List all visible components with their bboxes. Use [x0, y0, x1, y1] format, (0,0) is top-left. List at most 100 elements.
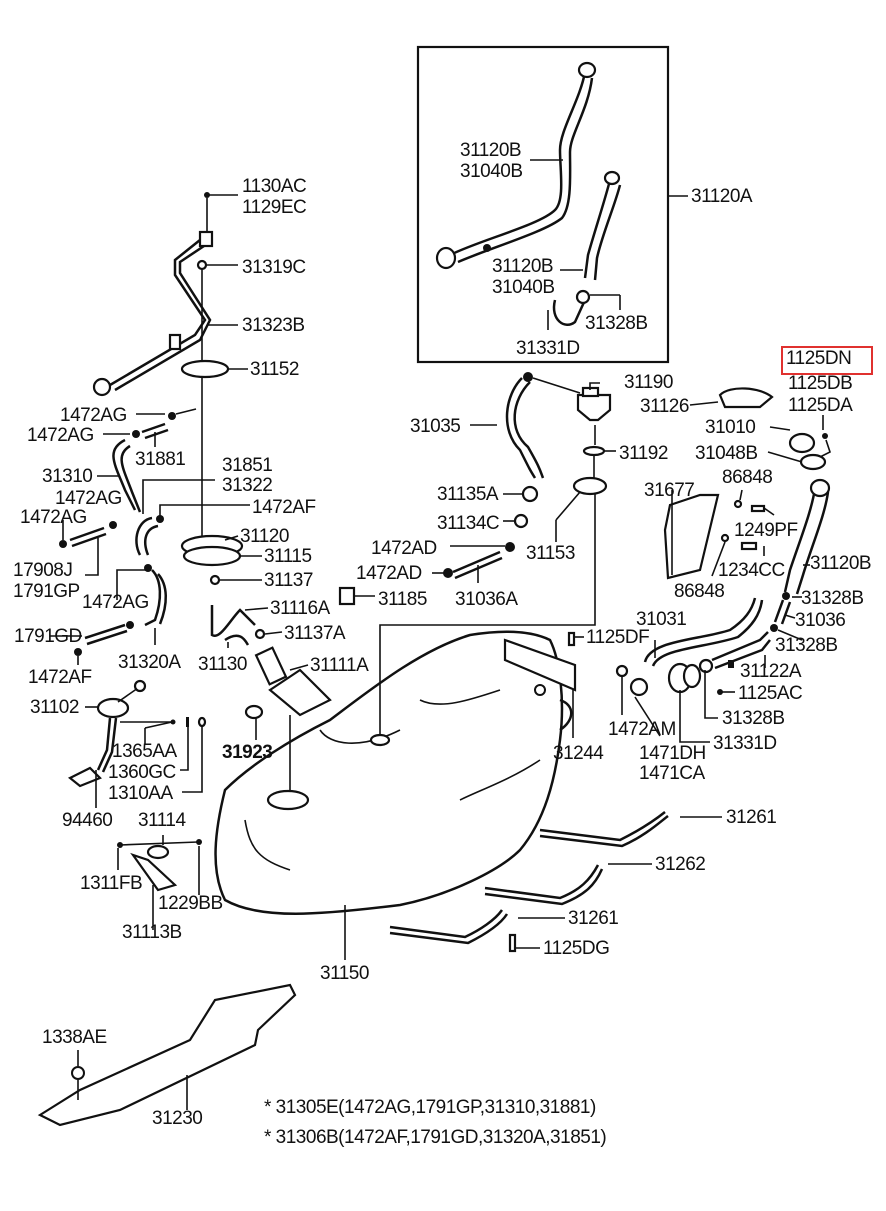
- part-label[interactable]: 31331D: [713, 733, 777, 754]
- tank-bracket-31244: [503, 638, 577, 738]
- part-label[interactable]: 31031: [636, 609, 687, 630]
- part-label[interactable]: 1365AA: [112, 741, 177, 762]
- part-label[interactable]: 31114: [138, 810, 186, 831]
- part-label[interactable]: 1472AF: [252, 497, 316, 518]
- part-label[interactable]: 31120A: [691, 186, 753, 207]
- part-label[interactable]: 1129EC: [242, 197, 307, 218]
- part-label[interactable]: 1338AE: [42, 1027, 107, 1048]
- part-label[interactable]: 1472AD: [356, 563, 422, 584]
- part-label[interactable]: 31320A: [118, 652, 181, 673]
- part-label[interactable]: 31331D: [516, 338, 580, 359]
- part-label[interactable]: 86848: [674, 581, 725, 602]
- part-label[interactable]: 31115: [264, 546, 312, 567]
- part-label[interactable]: 31048B: [695, 443, 758, 464]
- part-label[interactable]: 31153: [526, 543, 575, 564]
- part-label[interactable]: 86848: [722, 467, 773, 488]
- part-label[interactable]: 1472AF: [28, 667, 92, 688]
- part-label[interactable]: 1472AM: [608, 719, 676, 740]
- part-label[interactable]: 1125DF: [586, 627, 650, 648]
- part-label[interactable]: 1234CC: [718, 560, 785, 581]
- part-label[interactable]: 31102: [30, 697, 79, 718]
- part-label[interactable]: 31135A: [437, 484, 499, 505]
- part-label[interactable]: 31116A: [270, 598, 330, 619]
- part-label[interactable]: 94460: [62, 810, 113, 831]
- part-label[interactable]: 1472AG: [60, 405, 127, 426]
- kit-note-31306B: * 31306B(1472AF,1791GD,31320A,31851): [264, 1127, 607, 1148]
- part-label[interactable]: 1471CA: [639, 763, 705, 784]
- fuel-tank-31150: [214, 490, 596, 960]
- part-label[interactable]: 31150: [320, 963, 369, 984]
- part-label[interactable]: 31322: [222, 475, 273, 496]
- part-label[interactable]: 31113B: [122, 922, 182, 943]
- filler-neck-31120B: [689, 387, 831, 641]
- part-label[interactable]: 31126: [640, 396, 689, 417]
- part-label-highlighted[interactable]: 1125DN: [786, 348, 852, 369]
- part-label[interactable]: 31035: [410, 416, 461, 437]
- part-label[interactable]: 31261: [568, 908, 619, 929]
- part-label[interactable]: 1125AC: [738, 683, 803, 704]
- part-label[interactable]: 1472AG: [55, 488, 122, 509]
- part-label[interactable]: 1125DB: [788, 373, 853, 394]
- part-label[interactable]: 31923: [222, 742, 273, 763]
- part-label[interactable]: 31036: [795, 610, 846, 631]
- part-label[interactable]: 1472AD: [371, 538, 437, 559]
- part-label[interactable]: 31137A: [284, 623, 346, 644]
- tank-straps: [389, 811, 722, 953]
- part-label[interactable]: 31328B: [585, 313, 648, 334]
- part-label[interactable]: 1311FB: [80, 873, 143, 894]
- part-label[interactable]: 31323B: [242, 315, 305, 336]
- part-label[interactable]: 31328B: [722, 708, 785, 729]
- part-label[interactable]: 31677: [644, 480, 695, 501]
- part-label[interactable]: 1249PF: [734, 520, 798, 541]
- part-label[interactable]: 1125DG: [543, 938, 610, 959]
- part-label[interactable]: 31134C: [437, 513, 500, 534]
- part-label[interactable]: 31120B: [460, 140, 522, 161]
- breather-hose-31031: [643, 597, 764, 667]
- part-label[interactable]: 31120: [240, 526, 289, 547]
- part-label[interactable]: 1472AG: [82, 592, 149, 613]
- part-label[interactable]: 31319C: [242, 257, 306, 278]
- part-label[interactable]: 1472AG: [20, 507, 87, 528]
- part-label[interactable]: 31010: [705, 417, 756, 438]
- part-label[interactable]: 31120B: [492, 256, 554, 277]
- part-label[interactable]: 1310AA: [108, 783, 173, 804]
- part-label[interactable]: 17908J: [13, 560, 73, 581]
- part-label[interactable]: 31185: [378, 589, 427, 610]
- part-label[interactable]: 31040B: [492, 277, 555, 298]
- part-label[interactable]: 1125DA: [788, 395, 853, 416]
- part-label[interactable]: 1791GP: [13, 581, 80, 602]
- part-label[interactable]: 1472AG: [27, 425, 94, 446]
- part-label[interactable]: 31851: [222, 455, 273, 476]
- vent-hoses-left: [50, 408, 250, 665]
- part-label[interactable]: 31192: [619, 443, 668, 464]
- part-label[interactable]: 31040B: [460, 161, 523, 182]
- part-label[interactable]: 31130: [198, 654, 247, 675]
- part-label[interactable]: 1791GD: [14, 626, 82, 647]
- part-label[interactable]: 31244: [553, 743, 604, 764]
- part-label[interactable]: 31230: [152, 1108, 203, 1129]
- part-label[interactable]: 1130AC: [242, 176, 307, 197]
- part-label[interactable]: 31111A: [310, 655, 369, 676]
- part-label[interactable]: 31328B: [775, 635, 838, 656]
- kit-note-31305E: * 31305E(1472AG,1791GP,31310,31881): [264, 1097, 596, 1118]
- part-label[interactable]: 31261: [726, 807, 777, 828]
- part-label[interactable]: 31120B: [810, 553, 872, 574]
- filler-hose-lower: [567, 631, 771, 743]
- part-label[interactable]: 31036A: [455, 589, 518, 610]
- inset-frame: [416, 45, 670, 364]
- part-label[interactable]: 31152: [250, 359, 299, 380]
- part-label[interactable]: 31190: [624, 372, 673, 393]
- part-label[interactable]: 1229BB: [158, 893, 223, 914]
- part-label[interactable]: 1360GC: [108, 762, 176, 783]
- crossmember-31230: [37, 983, 297, 1127]
- part-label[interactable]: 31122A: [740, 661, 802, 682]
- part-label[interactable]: 31310: [42, 466, 93, 487]
- part-label[interactable]: 1471DH: [639, 743, 706, 764]
- fuel-filter-31190: [338, 372, 616, 606]
- part-label[interactable]: 31137: [264, 570, 313, 591]
- part-label[interactable]: 31881: [135, 449, 186, 470]
- part-label[interactable]: 31328B: [801, 588, 864, 609]
- part-label[interactable]: 31262: [655, 854, 706, 875]
- retainer-31114-bracket-31113B: [117, 835, 202, 930]
